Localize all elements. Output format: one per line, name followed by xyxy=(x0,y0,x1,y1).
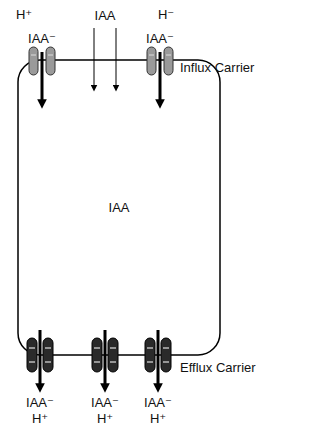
ion-label: IAA⁻ xyxy=(91,395,119,410)
cell-content-label: IAA xyxy=(109,200,130,215)
diffusion-arrow xyxy=(94,28,95,88)
ion-label: H⁺ xyxy=(150,411,166,426)
carrier-label: Efflux Carrier xyxy=(180,360,256,375)
ion-label: IAA⁻ xyxy=(26,395,54,410)
influx-arrow xyxy=(159,52,162,104)
ion-label: IAA⁻ xyxy=(146,31,174,46)
cell-body: IAA xyxy=(18,60,220,355)
ion-label: IAA⁻ xyxy=(28,31,56,46)
ion-label: H⁻ xyxy=(158,7,174,22)
ion-label: H⁺ xyxy=(97,411,113,426)
diffusion-arrow xyxy=(116,28,117,88)
efflux-arrow xyxy=(39,330,42,388)
ion-label: IAA⁻ xyxy=(144,395,172,410)
efflux-arrow xyxy=(157,330,160,388)
efflux-arrow xyxy=(104,330,107,388)
ion-label: H⁺ xyxy=(16,7,32,22)
ion-label: IAA xyxy=(95,8,116,23)
influx-arrow xyxy=(41,52,44,104)
cell-membrane xyxy=(18,60,220,355)
ion-label: H⁺ xyxy=(32,411,48,426)
carrier-label: Influx Carrier xyxy=(180,60,254,75)
